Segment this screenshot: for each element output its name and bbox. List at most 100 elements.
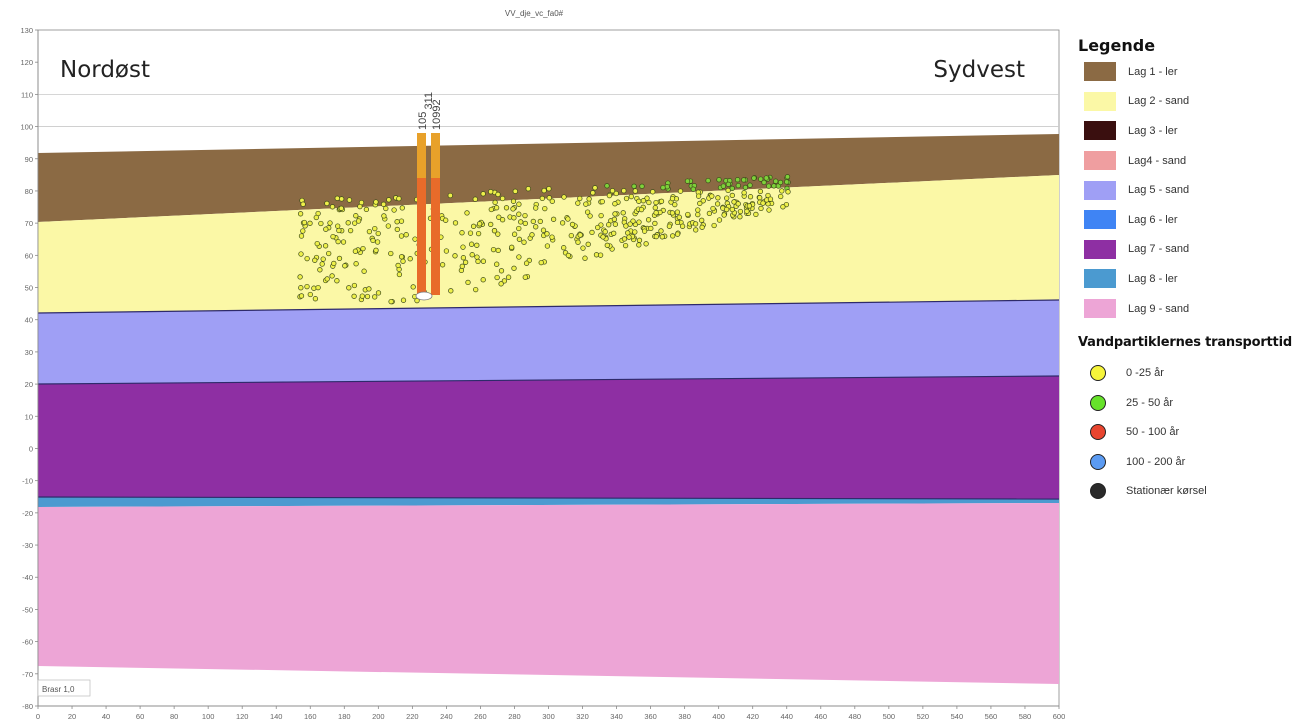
particle-point xyxy=(737,214,743,220)
particle-point xyxy=(312,296,319,302)
particle-point xyxy=(611,230,617,236)
particle-point xyxy=(766,207,772,213)
particle-point xyxy=(613,190,619,197)
particle-point xyxy=(443,248,450,254)
x-tick-label: 560 xyxy=(985,712,998,721)
particle-point xyxy=(357,203,363,210)
x-tick-label: 400 xyxy=(712,712,725,721)
particle-point xyxy=(307,220,313,226)
particle-point xyxy=(724,206,730,213)
particle-point xyxy=(747,182,753,188)
particle-point xyxy=(710,205,716,212)
y-tick-label: 60 xyxy=(25,251,33,260)
particle-point xyxy=(459,230,465,236)
particle-point xyxy=(729,192,735,199)
particle-point xyxy=(672,201,678,208)
y-tick-label: 50 xyxy=(25,284,33,293)
particle-point xyxy=(546,195,552,201)
particle-point xyxy=(398,218,405,224)
particle-point xyxy=(597,252,604,258)
y-tick-label: 70 xyxy=(25,219,33,228)
particle-point xyxy=(386,197,392,203)
particle-point xyxy=(334,278,340,284)
particle-point xyxy=(724,195,730,201)
x-tick-label: 480 xyxy=(849,712,862,721)
particle-point xyxy=(525,186,531,192)
legend-transport-item: Stationær kørsel xyxy=(1078,476,1304,506)
particle-point xyxy=(779,188,785,194)
particle-point xyxy=(609,188,616,194)
particle-point xyxy=(660,184,666,191)
particle-point xyxy=(329,273,335,279)
particle-point xyxy=(496,214,502,220)
particle-point xyxy=(561,194,567,200)
particle-point xyxy=(638,206,645,213)
layer-label: Lag 6 - ler xyxy=(1128,213,1178,226)
scale-box-label: Brasr 1,0 xyxy=(42,685,75,694)
particle-point xyxy=(583,201,589,207)
particle-point xyxy=(460,244,466,250)
particle-point xyxy=(653,210,659,216)
particle-point xyxy=(494,274,500,281)
particle-point xyxy=(674,231,681,237)
layer-swatch xyxy=(1084,151,1116,171)
particle-point xyxy=(646,199,652,206)
layer-boundary-line xyxy=(37,375,1060,385)
x-tick-label: 20 xyxy=(68,712,76,721)
particle-point xyxy=(465,279,471,286)
particle-point xyxy=(537,218,543,225)
particle-point xyxy=(407,256,413,262)
particle-point xyxy=(345,220,351,226)
particle-point xyxy=(585,241,591,247)
left-direction-label: Nordøst xyxy=(60,57,150,83)
particle-point xyxy=(493,205,500,211)
particle-point xyxy=(324,276,330,282)
particle-point xyxy=(600,234,606,240)
particle-point xyxy=(584,209,591,215)
particle-point xyxy=(540,227,547,233)
particle-point xyxy=(452,253,458,259)
particle-point xyxy=(353,213,359,219)
particle-point xyxy=(621,236,628,242)
particle-point xyxy=(706,210,713,217)
y-tick-label: -70 xyxy=(22,670,33,679)
layer-label: Lag 8 - ler xyxy=(1128,272,1178,285)
particle-point xyxy=(505,274,512,280)
particle-point xyxy=(636,242,642,248)
particle-point xyxy=(336,255,343,262)
particle-point xyxy=(346,285,352,291)
x-tick-label: 140 xyxy=(270,712,283,721)
particle-point xyxy=(363,206,370,213)
particle-point xyxy=(612,201,618,207)
x-tick-label: 120 xyxy=(236,712,249,721)
particle-point xyxy=(761,179,767,186)
particle-point xyxy=(346,197,353,203)
legend-transport-item: 0 -25 år xyxy=(1078,358,1304,388)
well-screen-upper xyxy=(431,133,440,178)
plot-title: VV_dje_vc_fa0# xyxy=(505,9,564,18)
particle-point xyxy=(621,188,627,194)
transport-title: Vandpartiklernes transporttid xyxy=(1078,335,1292,351)
particle-point xyxy=(388,250,394,257)
particle-point xyxy=(361,268,367,274)
particle-point xyxy=(398,254,405,260)
particle-point xyxy=(742,184,749,191)
particle-point xyxy=(533,224,539,230)
particle-point xyxy=(394,219,400,225)
particle-point xyxy=(700,198,706,204)
particle-point xyxy=(399,205,405,211)
layer-swatch xyxy=(1084,269,1116,289)
particle-point xyxy=(372,225,378,232)
particle-point xyxy=(744,208,750,214)
y-tick-label: 40 xyxy=(25,316,33,325)
particle-point xyxy=(475,258,481,265)
x-tick-label: 180 xyxy=(338,712,351,721)
particle-point xyxy=(598,212,604,219)
particle-point xyxy=(388,298,394,305)
x-tick-label: 320 xyxy=(576,712,589,721)
y-tick-label: 0 xyxy=(29,444,33,453)
y-tick-label: -10 xyxy=(22,477,33,486)
particle-point xyxy=(510,198,517,204)
particle-point xyxy=(640,198,647,204)
particle-point xyxy=(611,216,618,222)
